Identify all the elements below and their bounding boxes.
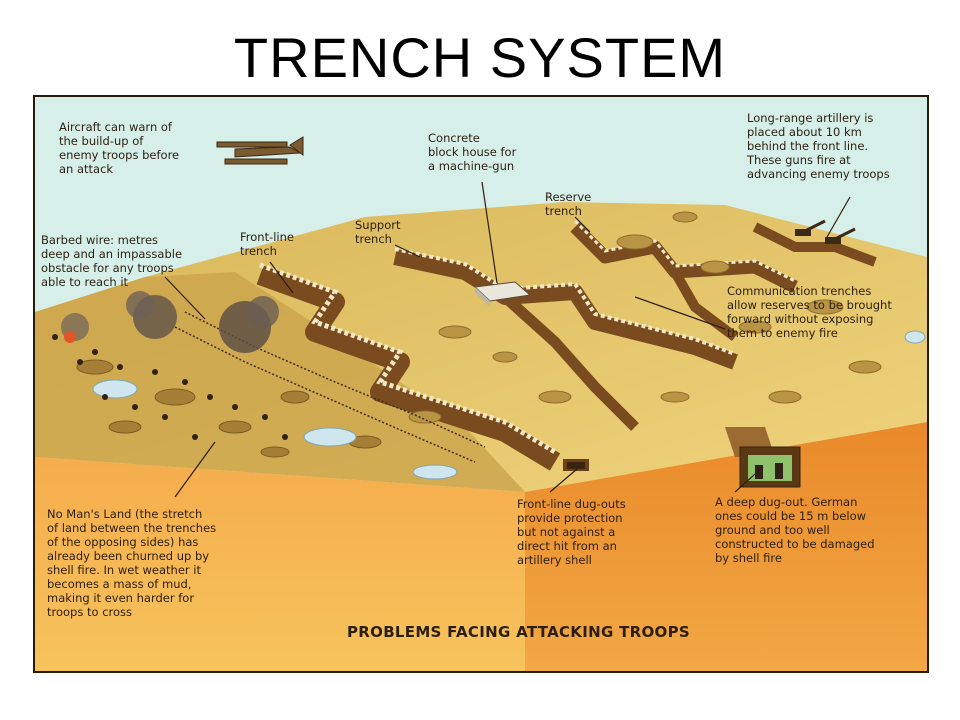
front-line-dugout — [563, 459, 589, 471]
diagram-caption: PROBLEMS FACING ATTACKING TROOPS — [347, 623, 690, 641]
biplane — [216, 136, 304, 165]
front-line-trench — [256, 265, 561, 471]
concrete-blockhouse — [473, 281, 532, 307]
label-front-line-dugouts: Front-line dug-outs provide protection b… — [517, 497, 626, 567]
label-long-range-artillery: Long-range artillery is placed about 10 … — [747, 111, 890, 181]
reserve-trench-parapet — [573, 219, 796, 283]
label-barbed-wire: Barbed wire: metres deep and an impassab… — [41, 233, 183, 289]
label-deep-dugout: A deep dug-out. German ones could be 15 … — [715, 495, 875, 565]
communication-trench — [501, 292, 639, 431]
label-support-trench: Support trench — [355, 218, 401, 246]
label-front-line-trench: Front-line trench — [240, 230, 294, 258]
label-no-mans-land: No Man's Land (the stretch of land betwe… — [47, 507, 217, 619]
no-mans-land-craters — [76, 359, 382, 458]
reserve-trench — [570, 222, 798, 293]
artillery-guns — [795, 219, 856, 244]
flooded-craters — [92, 330, 926, 480]
attacking-troops — [52, 334, 288, 440]
trench-diagram: Aircraft can warn of the build-up of ene… — [33, 95, 929, 673]
shell-craters — [408, 211, 882, 424]
deep-dugout — [725, 427, 801, 488]
label-aircraft: Aircraft can warn of the build-up of ene… — [59, 120, 180, 176]
barbed-wire-2 — [174, 326, 476, 463]
shell-explosions — [61, 291, 279, 353]
front-line-trench-parapet — [259, 262, 557, 455]
trench-illustration — [35, 97, 927, 671]
label-reserve-trench: Reserve trench — [545, 190, 592, 218]
support-trench-parapet — [394, 247, 736, 356]
slide-title: TRENCH SYSTEM — [233, 26, 727, 89]
communication-trench-2 — [670, 269, 738, 341]
label-pointers — [164, 181, 851, 498]
ground-right-face — [525, 422, 927, 671]
artillery-emplacement — [752, 222, 877, 267]
label-communication-trenches: Communication trenches allow reserves to… — [727, 284, 892, 340]
label-concrete-blockhouse: Concrete block house for a machine-gun — [428, 131, 517, 173]
support-trench — [393, 249, 738, 370]
